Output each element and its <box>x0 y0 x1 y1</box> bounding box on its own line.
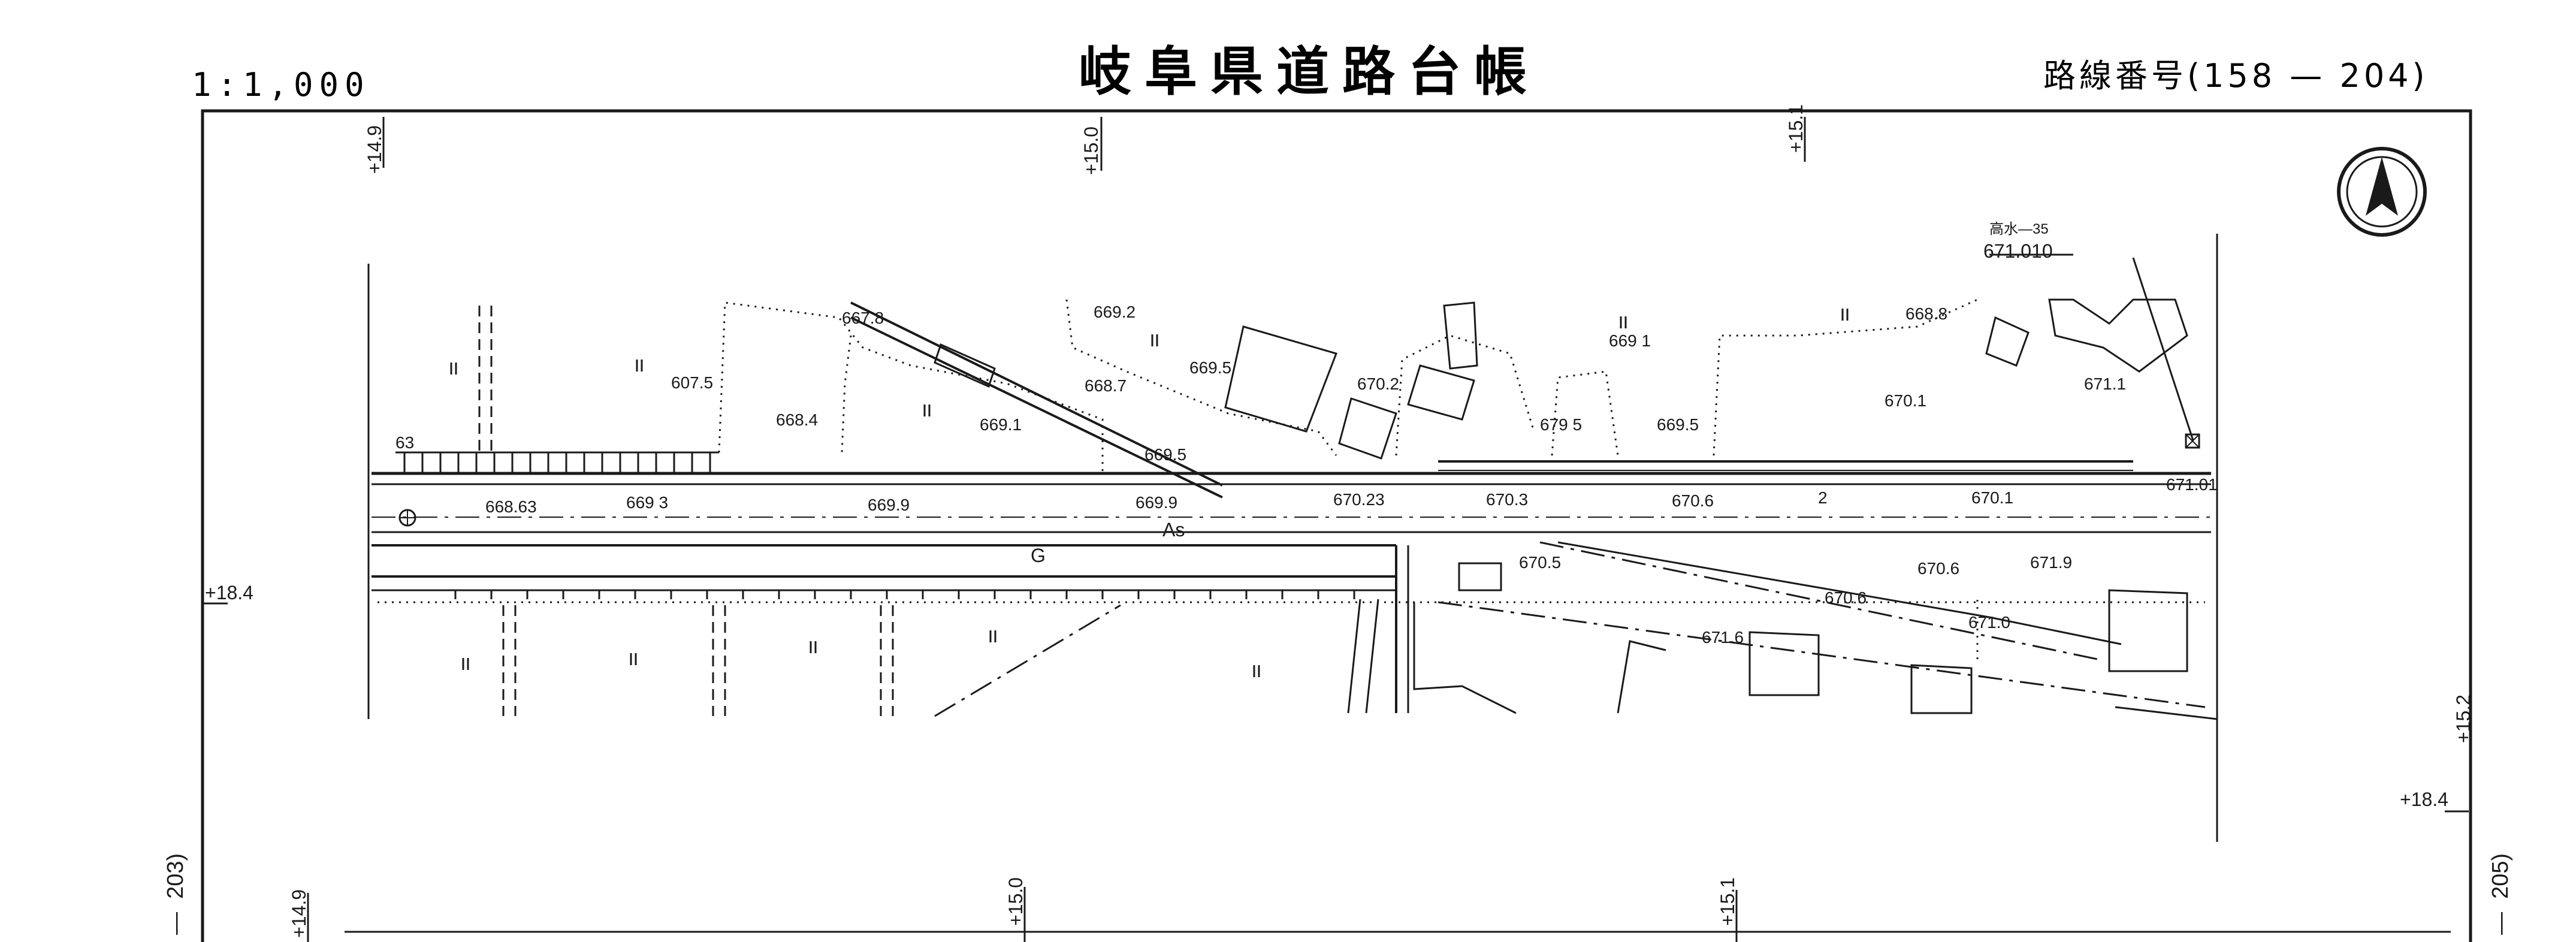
elevation-label: 669.2 <box>1094 303 1136 321</box>
elevation-label: 668.8 <box>1905 304 1947 323</box>
elevation-label: 668.4 <box>776 410 818 429</box>
elevation-label: 669.1 <box>980 415 1022 434</box>
elevation-label: 679 5 <box>1540 415 1582 434</box>
map-panel-lower: +14.9 +15.0 +15.1 <box>288 877 2451 942</box>
gutter-label: G <box>1031 545 1046 566</box>
elevation-label: 667.8 <box>842 309 884 327</box>
sheet-frame <box>201 109 2472 942</box>
left-offset-label: +18.4 <box>205 582 253 603</box>
elevation-label: 671.0 <box>1968 613 2010 632</box>
elevation-label: 671.9 <box>2030 553 2072 572</box>
elevation-label: 669.9 <box>1136 493 1177 512</box>
next-sheet-dash: — <box>2488 912 2513 935</box>
elevation-label: 670.6 <box>1917 559 1959 578</box>
pavement-label: As <box>1162 519 1185 541</box>
station-label: +15.0 <box>1005 877 1026 926</box>
elevation-label: 668.7 <box>1085 376 1127 395</box>
benchmark-name: 高水—35 <box>1989 221 2049 237</box>
elevation-label: 670.5 <box>1519 553 1561 572</box>
buildings <box>934 298 2188 714</box>
map-panel-upper: 高水—35 671.010 As G 63 2 668.63 669 3 669… <box>367 221 2218 842</box>
drainage-channels <box>478 306 1409 716</box>
north-elevations: 607.5 667.8 668.4 668.7 669.1 669.2 669.… <box>671 303 2126 464</box>
elevation-label: 669.5 <box>1657 415 1699 434</box>
road-elevations: 668.63 669 3 669.9 669.9 670.23 670.3 67… <box>485 475 2218 516</box>
marker-label: 63 <box>395 433 414 452</box>
route-number: 路線番号(158 — 204) <box>2043 57 2429 95</box>
prev-sheet-dash: — <box>163 912 188 935</box>
offset-labels: +18.4 +15.2 +18.4 <box>203 582 2474 813</box>
elevation-label: 671.6 <box>1702 628 1744 647</box>
next-sheet-ref: 205) <box>2488 853 2513 899</box>
elevation-label: 669.9 <box>868 496 910 514</box>
elevation-label: 670.23 <box>1333 490 1385 509</box>
elevation-label: 670.1 <box>1885 391 1926 410</box>
elevation-label: 671.1 <box>2084 375 2126 393</box>
property-boundaries <box>378 298 2205 659</box>
land-use-marks <box>450 309 1849 677</box>
map-scale: 1:1,000 <box>192 66 370 104</box>
benchmark-elevation: 671.010 <box>1983 240 2053 262</box>
elevation-label: 670.6 <box>1825 588 1867 607</box>
elevation-label: 669 3 <box>626 493 668 512</box>
north-arrow-icon <box>2337 147 2427 237</box>
station-label: +15.1 <box>1785 104 1807 153</box>
elevation-label: 670.1 <box>1971 488 2013 507</box>
guardrail-north <box>395 451 719 473</box>
right-offset-label: +18.4 <box>2400 789 2448 810</box>
elevation-label: 607.5 <box>671 373 713 392</box>
elevation-label: 669 1 <box>1609 331 1651 350</box>
station-labels-top: +14.9 +15.0 +15.1 <box>364 104 1807 175</box>
benchmark-icon <box>1989 253 2200 449</box>
right-station-label: +15.2 <box>2453 695 2474 743</box>
road-edges <box>372 460 2211 591</box>
station-label: +14.9 <box>288 889 310 938</box>
elevation-label: 669.5 <box>1189 358 1231 377</box>
station-label: +15.1 <box>1717 877 1738 926</box>
lane-count-label: 2 <box>1818 488 1828 507</box>
elevation-label: 669.5 <box>1144 445 1186 464</box>
station-label: +14.9 <box>364 125 385 174</box>
guardrail-south <box>454 590 1355 599</box>
elevation-label: 668.63 <box>485 497 537 516</box>
elevation-label: 670.6 <box>1672 491 1714 510</box>
manhole-icon <box>398 509 416 527</box>
elevation-label: 670.2 <box>1357 375 1399 393</box>
sheet-refs: 203) — 205) — <box>163 853 2513 935</box>
elevation-label: 670.3 <box>1486 490 1528 509</box>
station-label: +15.0 <box>1080 126 1102 175</box>
south-elevations: 670.5 670.6 670.6 671.6 671.0 671.9 <box>1519 553 2072 647</box>
prev-sheet-ref: 203) <box>163 853 188 899</box>
elevation-label: 671.01 <box>2166 475 2218 494</box>
diagonal-road <box>850 301 2218 720</box>
page-title: 岐阜県道路台帳 <box>1079 41 1540 102</box>
